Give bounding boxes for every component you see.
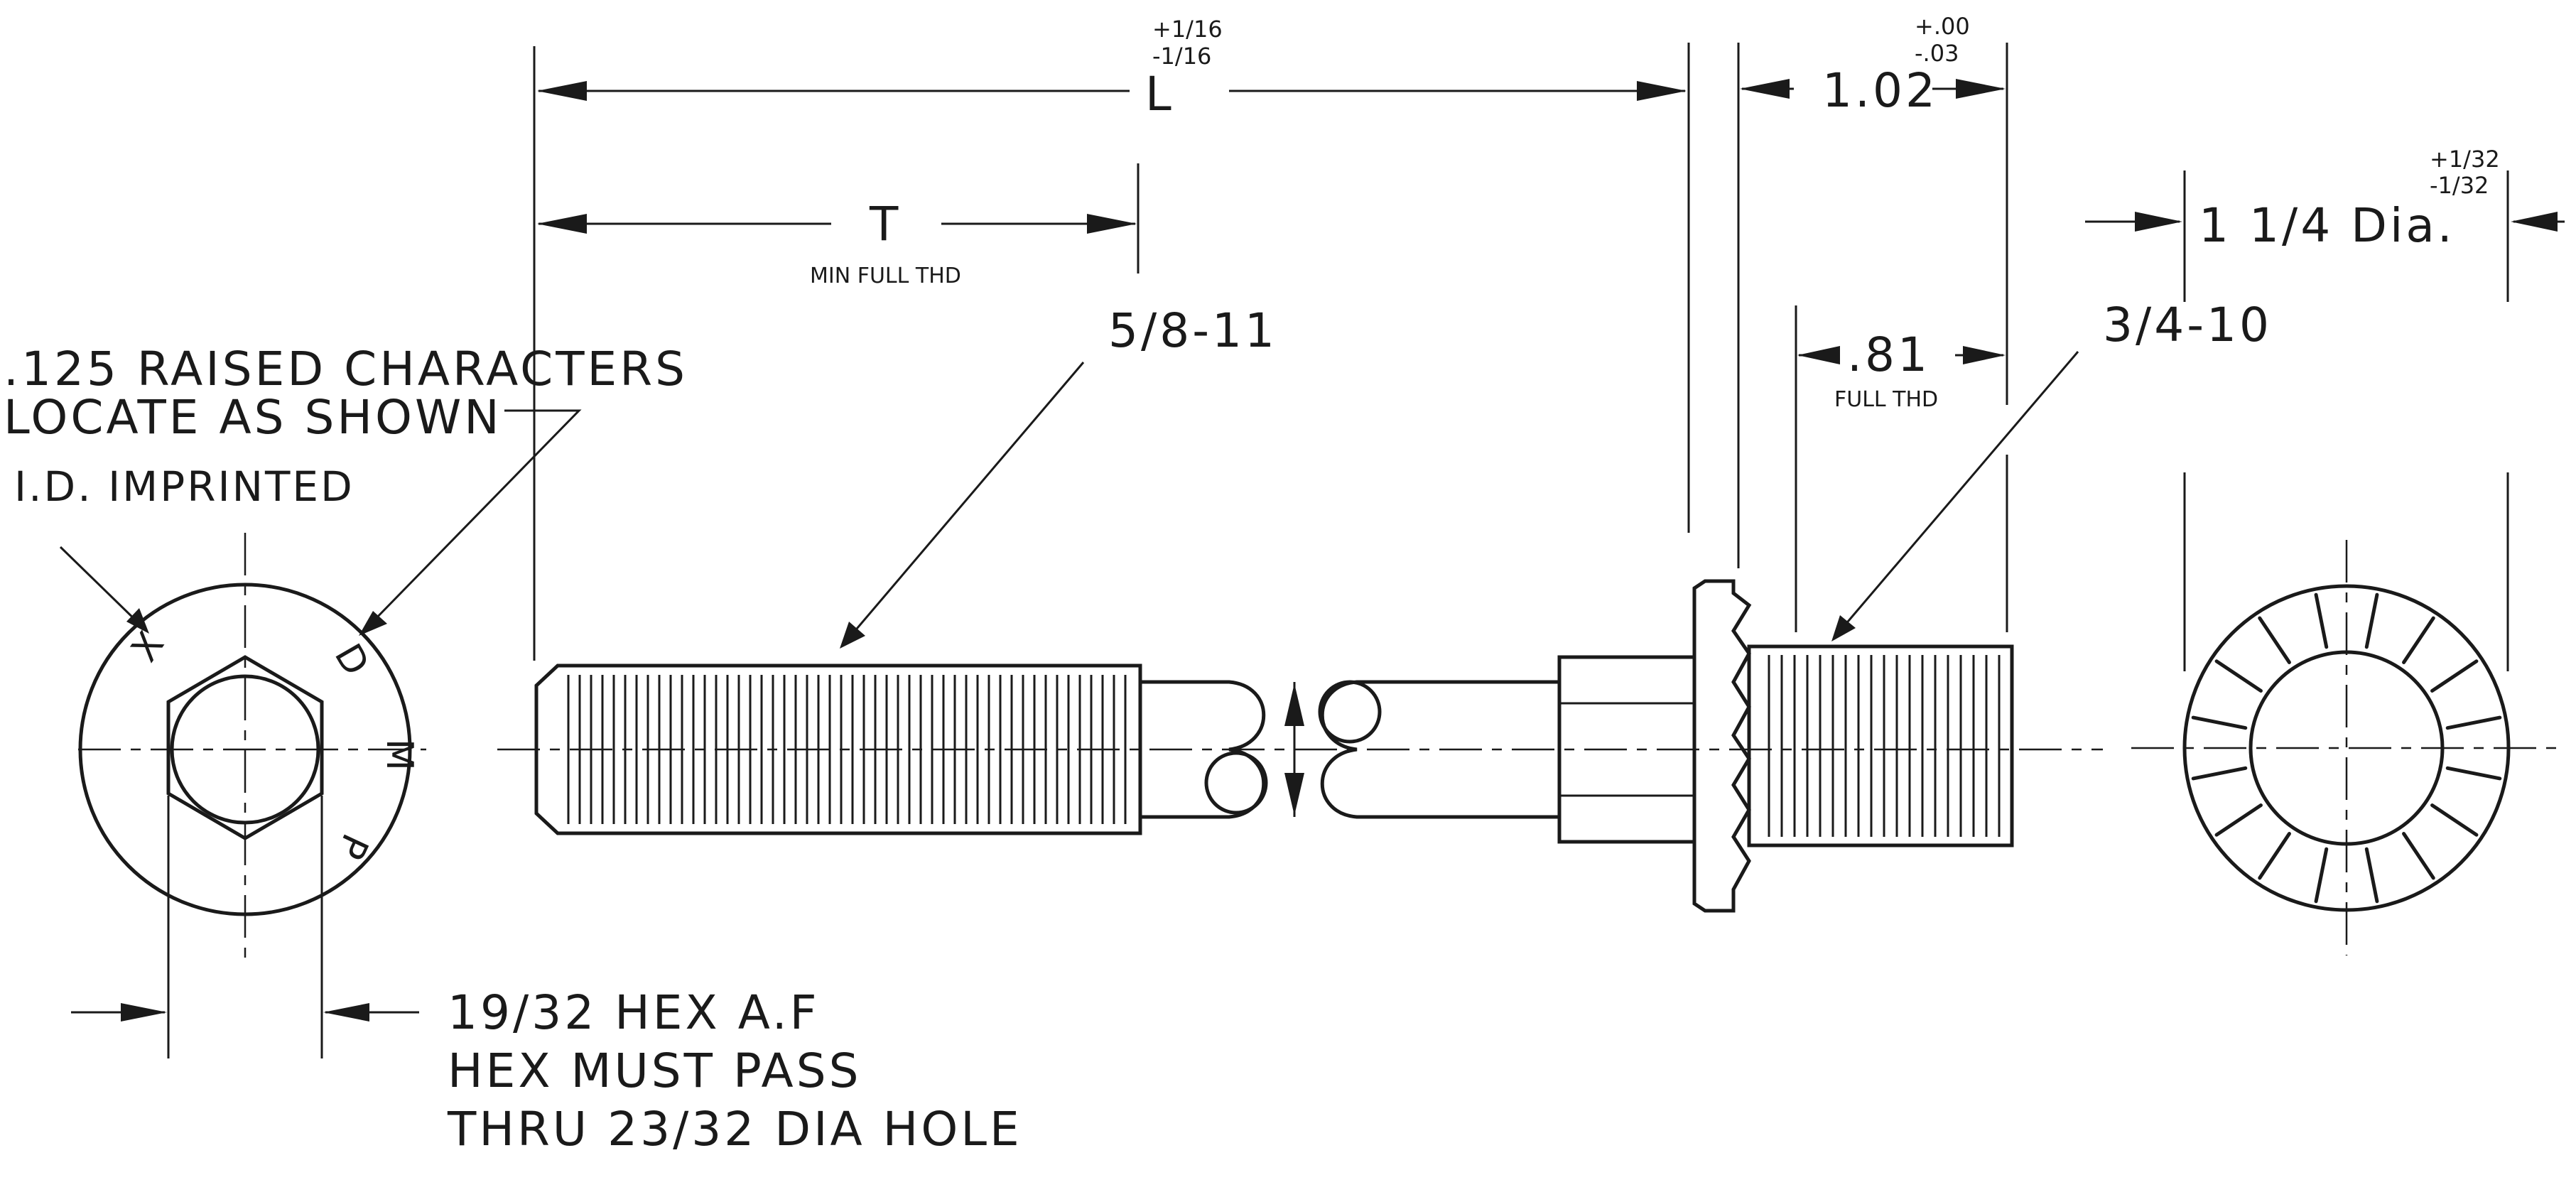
serration-line (2214, 659, 2263, 693)
serration-line (2214, 803, 2263, 837)
large-thread-lines (1768, 655, 2001, 837)
serration-line (2430, 659, 2479, 693)
hex-note-line3: THRU 23/32 DIA HOLE (447, 1102, 1022, 1157)
serration-line (2258, 832, 2291, 880)
head-thread-note: FULL THD (1834, 387, 1938, 412)
hex-note-line2: HEX MUST PASS (448, 1044, 861, 1098)
serration-line (2445, 715, 2502, 730)
hex-head (166, 655, 324, 840)
serration-line (2364, 847, 2379, 904)
serration-line (2364, 592, 2379, 649)
overall-length-symbol: L (1145, 67, 1174, 121)
serration-lines (2191, 592, 2502, 904)
raised-characters-note-line1: .125 RAISED CHARACTERS (4, 342, 688, 396)
diameter-tol-minus: -1/32 (2430, 172, 2489, 199)
head-length-tol-plus: +.00 (1915, 13, 1970, 40)
thread-length-symbol: T (869, 197, 901, 251)
serration-line (2258, 616, 2291, 664)
head-length-value: 1.02 (1822, 63, 1938, 118)
overall-length-tol-plus: +1/16 (1152, 16, 1223, 43)
serration-line (2191, 766, 2248, 781)
bolt-side-view (497, 351, 2103, 913)
serration-line (2402, 616, 2435, 664)
diameter-value: 1 1/4 Dia. (2199, 198, 2455, 253)
left-end-view: X D M P (59, 409, 582, 1058)
head-length-tol-minus: -.03 (1915, 40, 1959, 67)
serration-line (2314, 847, 2329, 904)
head-thread-value: .81 (1847, 327, 1930, 382)
thread-length-note: MIN FULL THD (810, 264, 961, 288)
overall-length-tol-minus: -1/16 (1152, 43, 1211, 70)
id-imprinted-note: I.D. IMPRINTED (14, 462, 355, 511)
dimension-lines (533, 43, 2008, 661)
diameter-tol-plus: +1/32 (2430, 146, 2500, 173)
right-end-view (2085, 170, 2565, 955)
serration-line (2402, 832, 2435, 880)
hex-note-line1: 19/32 HEX A.F (448, 985, 820, 1040)
thread-small-end-label: 5/8-11 (1108, 303, 1277, 358)
serration-line (2445, 766, 2502, 781)
serration-line (2191, 715, 2248, 730)
imprint-char-m: M (378, 739, 421, 771)
serration-line (2430, 803, 2479, 837)
serration-line (2314, 592, 2329, 649)
imprint-char-p: P (328, 828, 377, 866)
thread-large-end-label: 3/4-10 (2103, 298, 2272, 352)
raised-characters-note-line2: LOCATE AS SHOWN (4, 390, 502, 445)
small-thread-lines (567, 675, 1127, 824)
